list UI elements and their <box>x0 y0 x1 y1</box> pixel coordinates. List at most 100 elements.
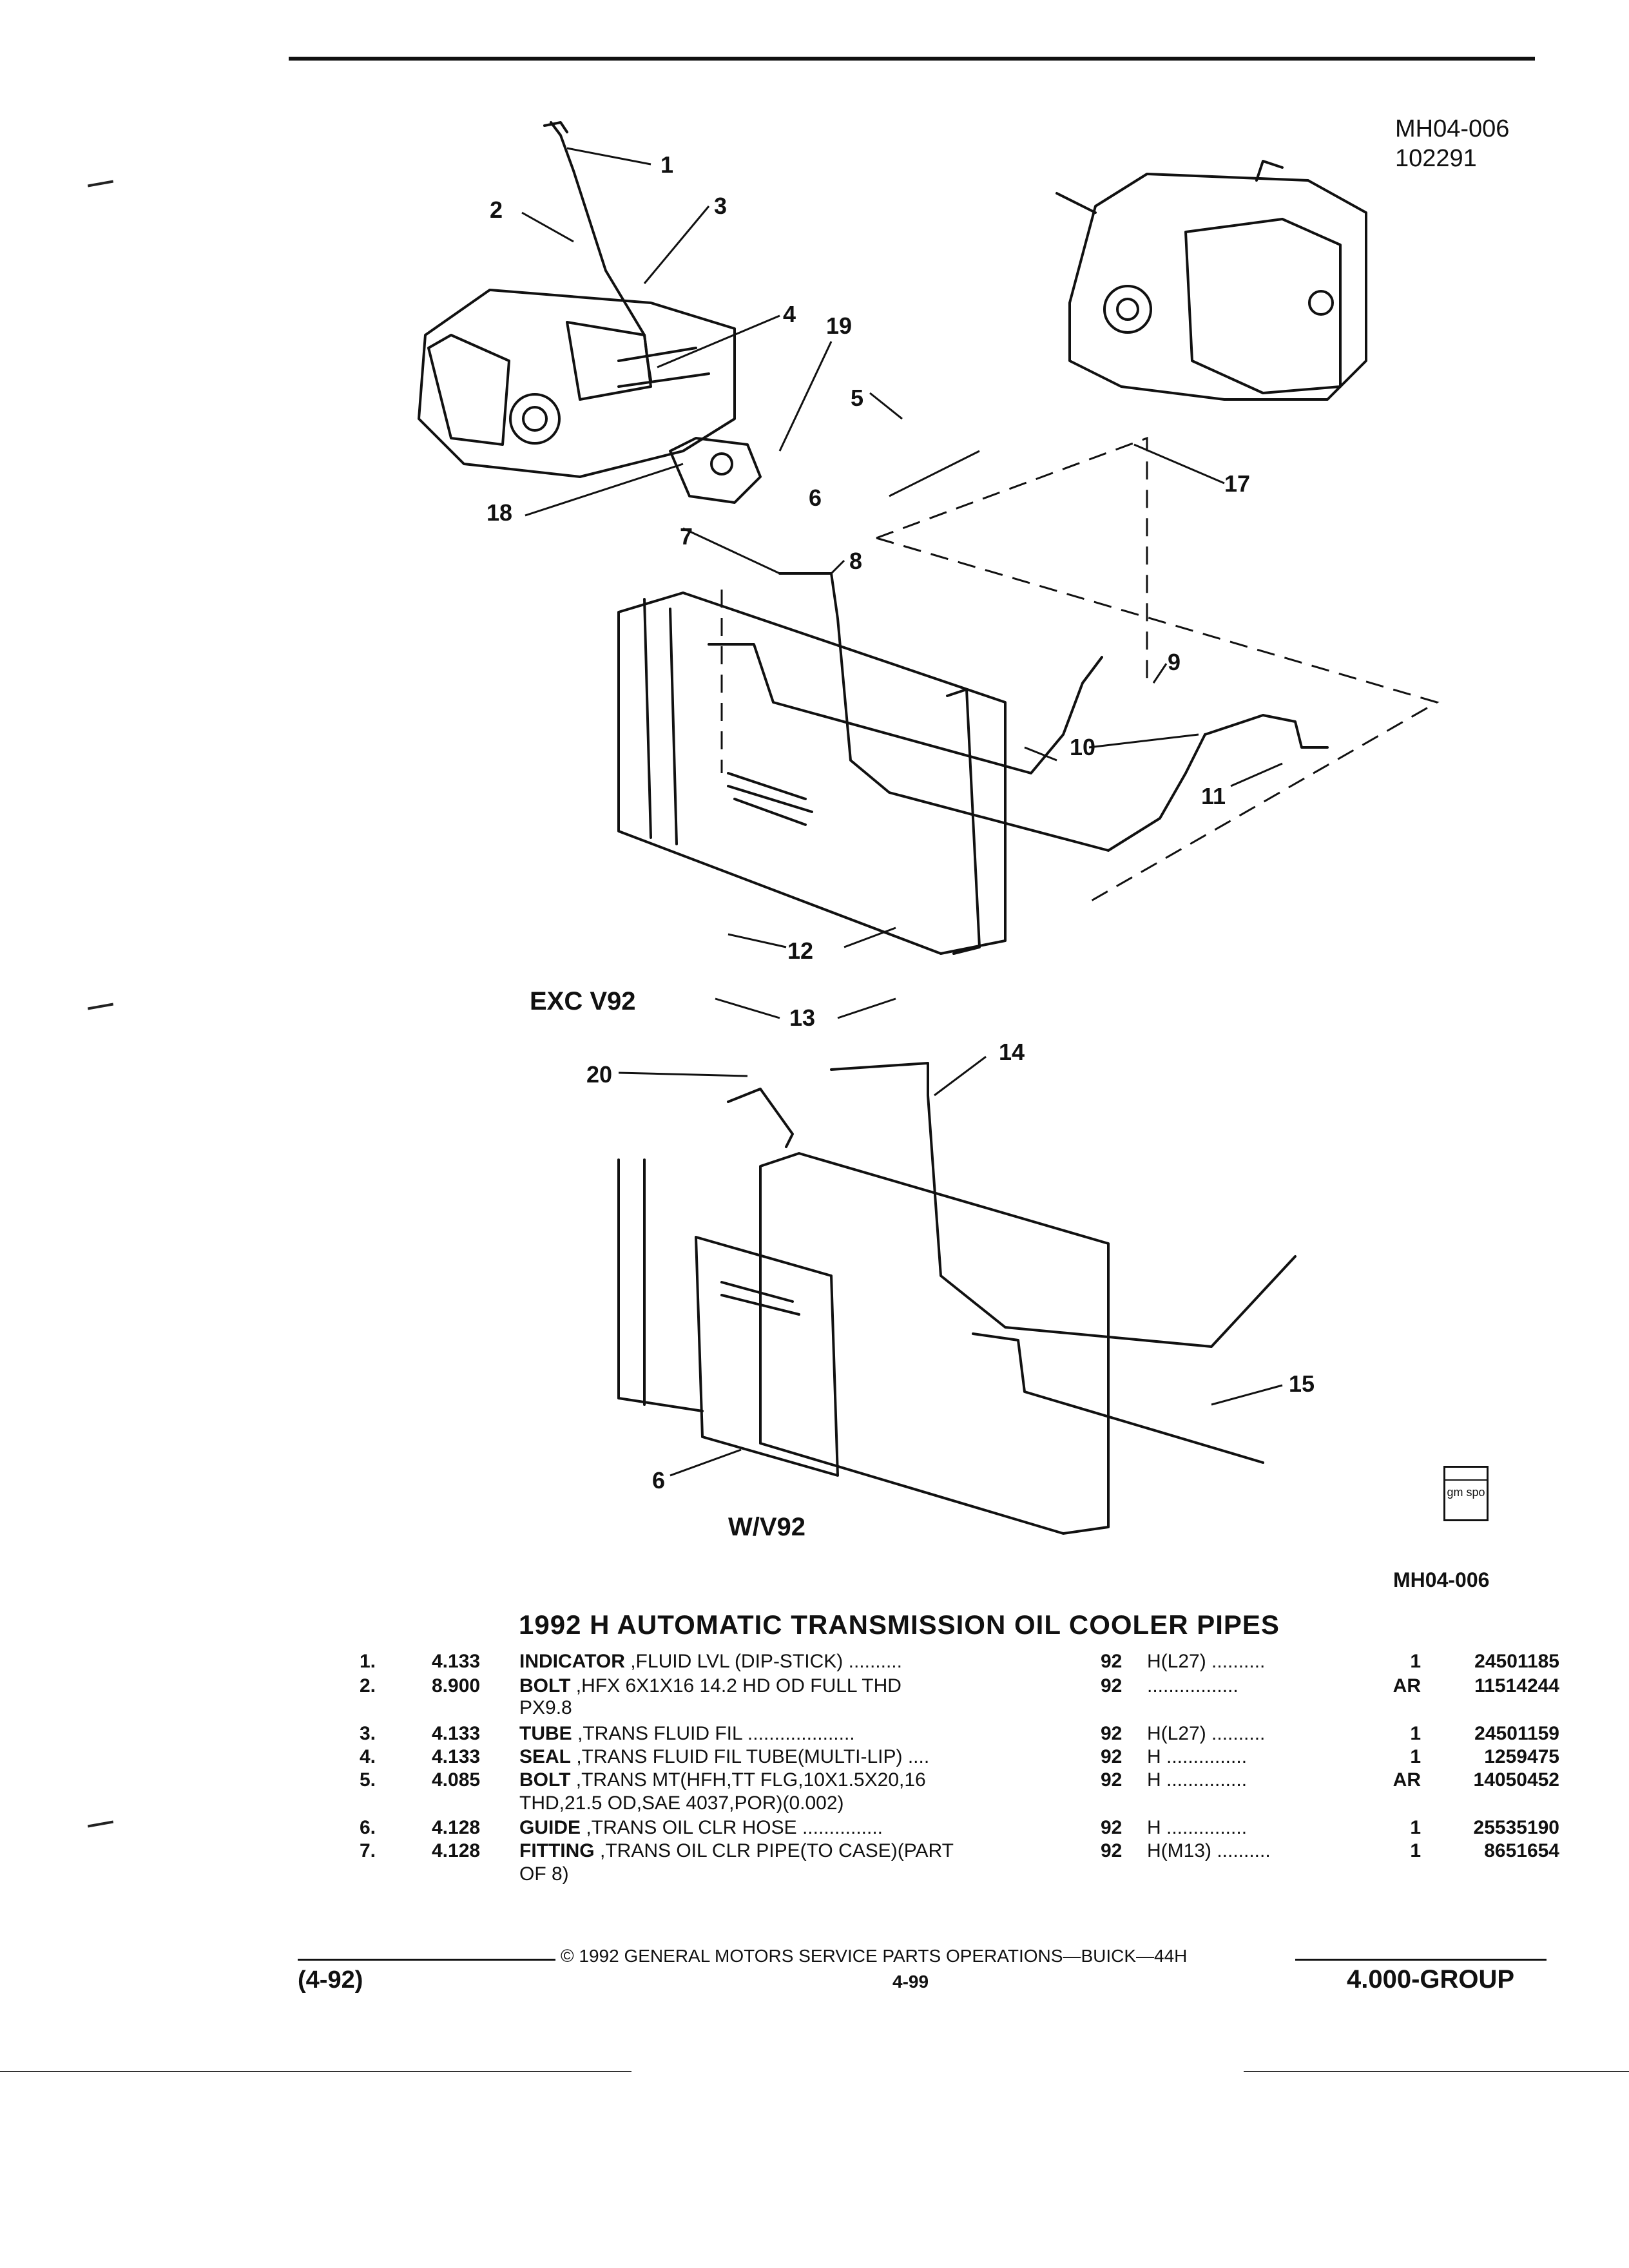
callout-17: 17 <box>1224 470 1250 497</box>
group-number: 4.128 <box>432 1840 481 1861</box>
part-number: 24501159 <box>1474 1723 1559 1744</box>
usage-code: H(M13) .......... <box>1147 1840 1271 1861</box>
callout-4: 4 <box>783 301 796 327</box>
part-description-continued: OF 8) <box>519 1863 569 1885</box>
callout-18: 18 <box>487 499 512 526</box>
callout-1: 1 <box>660 151 673 178</box>
radiator-lower-drawing <box>695 1152 1110 1535</box>
callout-5: 5 <box>851 385 863 411</box>
part-number: 11514244 <box>1474 1675 1559 1696</box>
parts-row: 7. 4.128 FITTING ,TRANS OIL CLR PIPE(TO … <box>348 1840 1559 1865</box>
callout-6-lower: 6 <box>652 1467 665 1494</box>
model-year: 92 <box>1101 1817 1123 1838</box>
callout-8: 8 <box>849 548 862 574</box>
quantity: 1 <box>1410 1817 1421 1838</box>
part-number: 24501185 <box>1474 1651 1559 1672</box>
part-description: FITTING ,TRANS OIL CLR PIPE(TO CASE)(PAR… <box>519 1840 954 1861</box>
dipstick-drawing <box>550 121 646 336</box>
callout-2: 2 <box>490 197 503 223</box>
part-description: SEAL ,TRANS FLUID FIL TUBE(MULTI-LIP) ..… <box>519 1746 930 1767</box>
quantity: AR <box>1393 1769 1421 1791</box>
parts-row-continuation: OF 8) <box>348 1863 1559 1888</box>
exploded-parts-diagram: 1 2 3 4 5 6 7 8 9 10 11 12 13 14 15 17 1… <box>418 121 1440 1535</box>
group-number: 4.085 <box>432 1769 481 1791</box>
page-number: 4-99 <box>892 1972 929 1992</box>
parts-row: 1. 4.133 INDICATOR ,FLUID LVL (DIP-STICK… <box>348 1651 1559 1675</box>
part-description-continued: PX9.8 <box>519 1697 572 1718</box>
model-year: 92 <box>1101 1723 1123 1744</box>
item-number: 2. <box>360 1675 376 1696</box>
model-year: 92 <box>1101 1769 1123 1791</box>
group-number: 4.128 <box>432 1817 481 1838</box>
revision-date: (4-92) <box>298 1966 363 1994</box>
footer-rule-left <box>298 1959 555 1961</box>
usage-code: H(L27) .......... <box>1147 1651 1266 1672</box>
callout-14: 14 <box>999 1039 1025 1065</box>
footer-rule-right <box>1295 1959 1547 1961</box>
parts-row: 6. 4.128 GUIDE ,TRANS OIL CLR HOSE .....… <box>348 1817 1559 1841</box>
bottom-rule-right <box>1244 2071 1629 2072</box>
usage-code: H ............... <box>1147 1817 1248 1838</box>
callout-9: 9 <box>1168 649 1181 675</box>
item-number: 1. <box>360 1651 376 1672</box>
callout-7: 7 <box>680 523 693 550</box>
item-number: 5. <box>360 1769 376 1791</box>
quantity: 1 <box>1410 1746 1421 1767</box>
part-number: 14050452 <box>1473 1769 1559 1791</box>
quantity: 1 <box>1410 1840 1421 1861</box>
part-description: TUBE ,TRANS FLUID FIL ..................… <box>519 1723 855 1744</box>
parts-row: 4. 4.133 SEAL ,TRANS FLUID FIL TUBE(MULT… <box>348 1746 1559 1771</box>
bottom-rule-left <box>0 2071 631 2072</box>
part-description: BOLT ,TRANS MT(HFH,TT FLG,10X1.5X20,16 <box>519 1769 926 1791</box>
item-number: 3. <box>360 1723 376 1744</box>
model-year: 92 <box>1101 1651 1123 1672</box>
transmission-right-drawing <box>1055 160 1367 401</box>
cooler-pipe-upper <box>778 572 1206 852</box>
model-year: 92 <box>1101 1675 1123 1696</box>
callout-13: 13 <box>789 1004 815 1031</box>
transmission-left-drawing <box>418 289 762 504</box>
top-rule <box>289 57 1535 61</box>
item-number: 4. <box>360 1746 376 1767</box>
parts-row-continuation: PX9.8 <box>348 1697 1559 1722</box>
callout-3: 3 <box>714 193 727 219</box>
model-year: 92 <box>1101 1840 1123 1861</box>
radiator-upper-drawing <box>617 591 1007 955</box>
quantity: 1 <box>1410 1651 1421 1672</box>
group-number: 4.133 <box>432 1746 481 1767</box>
callout-20: 20 <box>586 1061 612 1088</box>
gm-spo-logo: gm spo <box>1443 1466 1489 1521</box>
usage-code: H ............... <box>1147 1746 1248 1767</box>
part-description: BOLT ,HFX 6X1X16 14.2 HD OD FULL THD <box>519 1675 901 1696</box>
part-description: INDICATOR ,FLUID LVL (DIP-STICK) .......… <box>519 1651 902 1672</box>
item-number: 6. <box>360 1817 376 1838</box>
part-number: 25535190 <box>1473 1817 1559 1838</box>
quantity: 1 <box>1410 1723 1421 1744</box>
cooler-pipe-lower <box>830 1062 1296 1348</box>
usage-code: H(L27) .......... <box>1147 1723 1266 1744</box>
parts-row: 2. 8.900 BOLT ,HFX 6X1X16 14.2 HD OD FUL… <box>348 1675 1559 1700</box>
variant-label-upper: EXC V92 <box>530 987 636 1015</box>
parts-row: 3. 4.133 TUBE ,TRANS FLUID FIL .........… <box>348 1723 1559 1747</box>
drawing-date-code: 102291 <box>1395 145 1477 172</box>
group-number: 8.900 <box>432 1675 481 1696</box>
callout-12: 12 <box>787 937 813 964</box>
group-label: 4.000-GROUP <box>1347 1965 1515 1994</box>
part-description: GUIDE ,TRANS OIL CLR HOSE ..............… <box>519 1817 883 1838</box>
drawing-code: MH04-006 <box>1395 115 1510 142</box>
parts-row-continuation: THD,21.5 OD,SAE 4037,POR)(0.002) <box>348 1792 1559 1817</box>
usage-code: H ............... <box>1147 1769 1248 1791</box>
usage-code: ................. <box>1147 1675 1239 1696</box>
drawing-code-lower: MH04-006 <box>1393 1568 1490 1591</box>
page-title: 1992 H AUTOMATIC TRANSMISSION OIL COOLER… <box>519 1610 1280 1640</box>
part-number: 1259475 <box>1484 1746 1559 1767</box>
callout-11: 11 <box>1201 783 1226 809</box>
callout-10: 10 <box>1070 734 1095 760</box>
quantity: AR <box>1393 1675 1421 1696</box>
model-year: 92 <box>1101 1746 1123 1767</box>
callout-6: 6 <box>809 485 822 511</box>
callout-19: 19 <box>826 312 852 339</box>
item-number: 7. <box>360 1840 376 1861</box>
binding-mark <box>87 1820 114 1828</box>
parts-list: 1. 4.133 INDICATOR ,FLUID LVL (DIP-STICK… <box>348 1651 1559 1921</box>
